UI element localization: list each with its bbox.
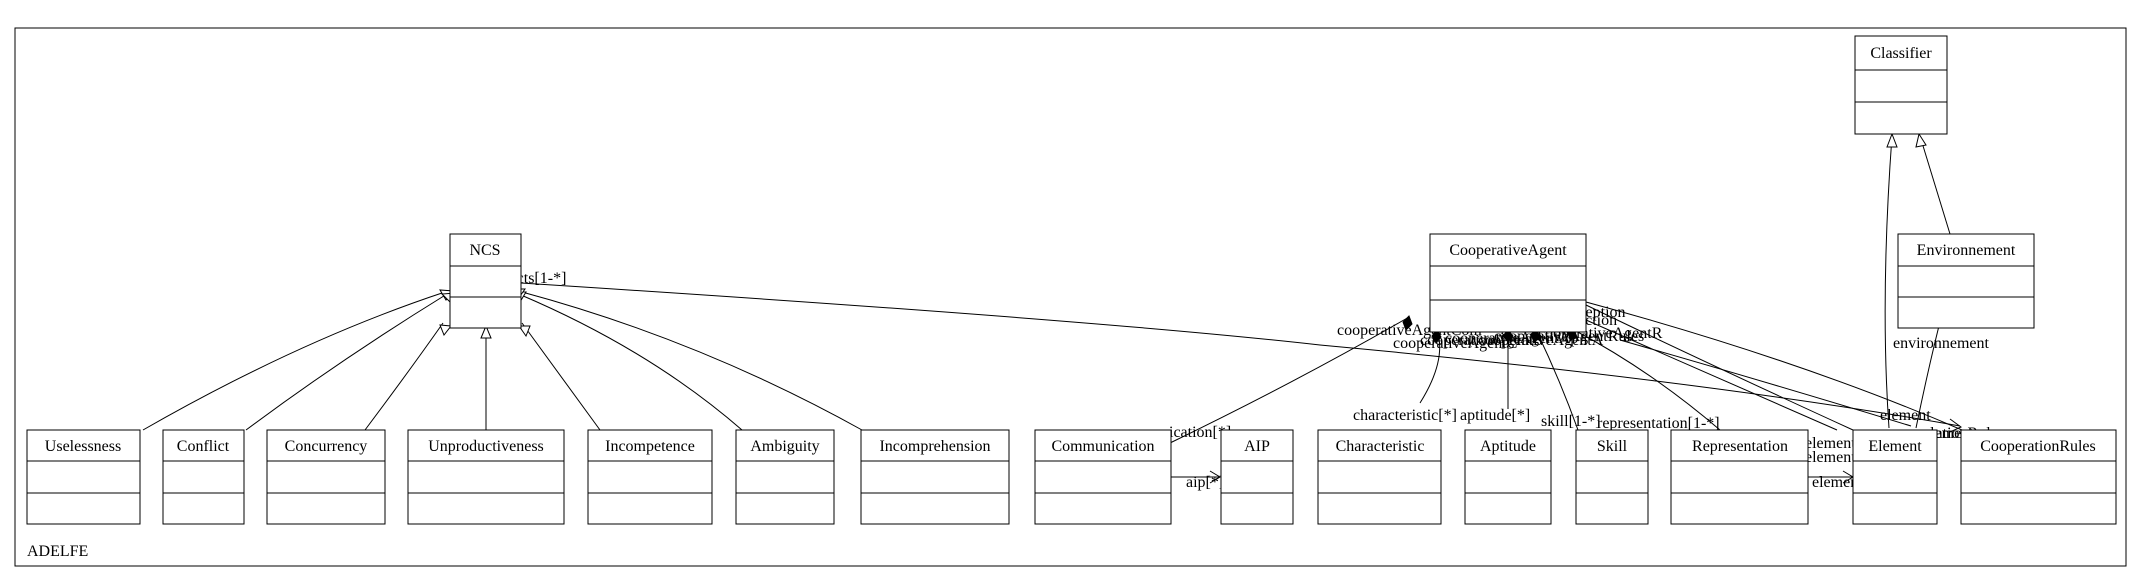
class-name: Unproductiveness [428, 438, 544, 455]
role-element-p: elementP [1805, 435, 1865, 452]
class-name: Aptitude [1480, 438, 1536, 455]
class-name: Communication [1051, 438, 1154, 455]
class-element[interactable]: Element [1852, 429, 1938, 525]
role-cooperative-agent-c: cooperativeAgentC [1393, 335, 1517, 352]
class-name: Incompetence [605, 438, 695, 455]
class-name: Concurrency [285, 438, 368, 455]
role-characteristic: characteristic[*] [1353, 407, 1457, 424]
role-aptitude: aptitude[*] [1460, 407, 1530, 424]
class-cooperative-agent[interactable]: CooperativeAgent [1429, 233, 1587, 333]
class-cooperation-rules[interactable]: CooperationRules [1960, 429, 2117, 525]
role-element: element [1880, 407, 1931, 424]
communication-aip-association [1170, 470, 1221, 484]
role-cooperative-agent-a: cooperativeAgentA [1478, 332, 1604, 349]
class-name: Incomprehension [879, 438, 990, 455]
class-name: Ambiguity [750, 438, 819, 455]
class-name: Representation [1692, 438, 1788, 455]
class-unproductiveness[interactable]: Unproductiveness [407, 429, 565, 525]
class-conflict[interactable]: Conflict [162, 429, 245, 525]
class-name: Skill [1597, 438, 1628, 455]
class-incomprehension[interactable]: Incomprehension [860, 429, 1010, 525]
role-aip: aip[*] [1186, 474, 1224, 491]
class-name: CooperationRules [1980, 438, 2096, 455]
class-name: CooperativeAgent [1449, 242, 1567, 259]
package-name: ADELFE [27, 543, 88, 560]
class-ncs[interactable]: NCS [449, 233, 522, 329]
role-representation: representation[1-*] [1597, 415, 1720, 432]
class-incompetence[interactable]: Incompetence [587, 429, 713, 525]
class-skill[interactable]: Skill [1575, 429, 1649, 525]
role-cooperative-agent-ap: cooperativeAgentAp [1445, 330, 1578, 347]
class-name: Characteristic [1336, 438, 1425, 455]
class-aptitude[interactable]: Aptitude [1464, 429, 1552, 525]
class-ambiguity[interactable]: Ambiguity [735, 429, 835, 525]
class-concurrency[interactable]: Concurrency [266, 429, 386, 525]
class-characteristic[interactable]: Characteristic [1317, 429, 1442, 525]
class-uselessness[interactable]: Uselessness [26, 429, 141, 525]
class-name: Classifier [1870, 45, 1932, 62]
class-representation[interactable]: Representation [1670, 429, 1809, 525]
class-name: NCS [469, 242, 500, 259]
classifier-generalizations [1884, 132, 1951, 429]
role-skill: skill[1-*] [1541, 413, 1601, 430]
class-name: Conflict [177, 438, 230, 455]
role-action: action [1578, 312, 1617, 329]
class-name: Element [1868, 438, 1922, 455]
ncs-generalizations [142, 291, 863, 431]
role-element-bottom: element [1812, 474, 1863, 491]
class-classifier[interactable]: Classifier [1854, 35, 1948, 135]
class-communication[interactable]: Communication [1034, 429, 1172, 525]
cooperation-rules-arrow [1949, 418, 1962, 433]
class-environnement[interactable]: Environnement [1897, 233, 2035, 329]
class-aip[interactable]: AIP [1220, 429, 1294, 525]
cooperative-agent-associations [1169, 301, 1963, 444]
class-name: AIP [1244, 438, 1270, 455]
role-environnement: environnement [1893, 335, 1990, 352]
role-element-a: elementA [1805, 449, 1868, 466]
class-name: Environnement [1917, 242, 2016, 259]
role-cooperative-agent-s: cooperativeAgentS [1420, 332, 1543, 349]
class-name: Uselessness [45, 438, 121, 455]
